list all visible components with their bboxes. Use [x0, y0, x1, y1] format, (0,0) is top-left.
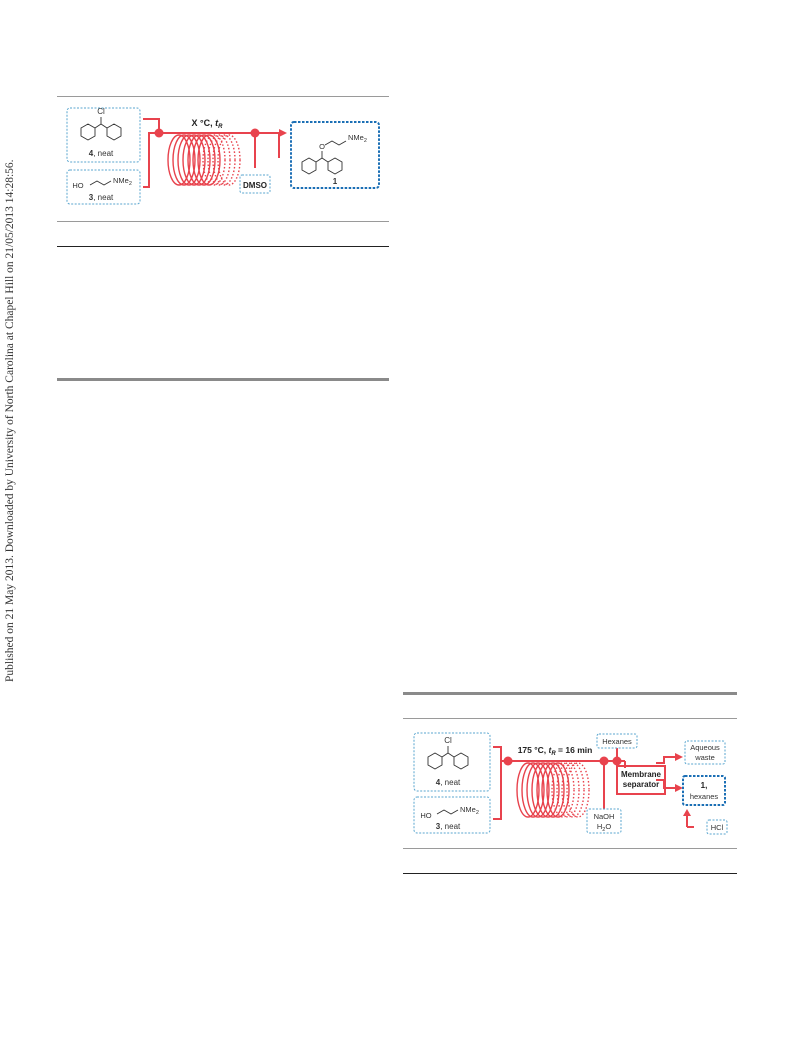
diphenhydramine-structure [301, 140, 347, 175]
ho-label: HO [420, 811, 431, 820]
reaction-conditions: 175 °C, tR = 16 min [518, 745, 593, 757]
table2-rule [403, 873, 737, 874]
hcl-label: HCl [711, 823, 724, 832]
table1-bottom-rule [57, 378, 389, 381]
reagent-4-box [66, 107, 141, 163]
base-tee [599, 756, 609, 766]
membrane-separator [616, 765, 666, 795]
chloro-label: Cl [444, 736, 452, 745]
dmso-label: DMSO [243, 181, 267, 190]
separator-label-2: separator [623, 780, 659, 789]
reagent-3-box [66, 169, 141, 205]
naoh-label: NaOH [594, 812, 615, 821]
scheme2-bottom-rule [403, 848, 737, 849]
hexanes-label: Hexanes [602, 737, 632, 746]
scheme1-figure: Cl 4, neat HO NMe2 3, neat X °C, tR DMSO [66, 107, 380, 205]
reactor-coil [516, 762, 590, 818]
product-label-2: hexanes [690, 792, 719, 801]
arrow-to-product [675, 784, 683, 792]
product-hexanes-box [682, 775, 726, 806]
download-note: Published on 21 May 2013. Downloaded by … [4, 159, 16, 682]
dimethylaminoethanol-structure [436, 809, 459, 815]
quench-tee [250, 128, 260, 138]
dmso-box [239, 174, 271, 194]
product-1-box [290, 121, 380, 189]
waste-label-1: Aqueous [690, 743, 720, 752]
mixing-tee [503, 756, 513, 766]
table1-rule [57, 246, 389, 247]
product-label-1: 1, [701, 781, 708, 790]
waste-label-2: waste [694, 753, 715, 762]
scheme2-caption-rule [403, 718, 737, 719]
arrow-to-product [279, 129, 287, 137]
hcl-box [706, 819, 728, 835]
arrow-to-waste [675, 753, 683, 761]
water-label: H2O [597, 822, 611, 833]
reagent-3-box [413, 796, 491, 834]
separator-label-1: Membrane [621, 770, 662, 779]
mixing-tee [154, 128, 164, 138]
nme2-label: NMe2 [113, 176, 132, 187]
naoh-box [586, 808, 622, 834]
benzhydryl-chloride-structure [80, 117, 122, 141]
ho-label: HO [72, 181, 83, 190]
aqueous-waste-box [684, 740, 726, 765]
scheme2-figure: Cl 4, neat HO NMe2 3, neat 175 °C, tR = … [413, 732, 728, 835]
reagent-4-label: 4, neat [436, 778, 461, 787]
hexanes-box [596, 733, 638, 749]
flow-lines [143, 118, 280, 188]
solvent-tee [612, 756, 622, 766]
ether-o-label: O [319, 142, 325, 151]
benzhydryl-chloride-structure [427, 746, 469, 770]
scheme1-bottom-rule [57, 221, 389, 222]
dimethylaminoethanol-structure [89, 180, 112, 186]
product-nme2-label: NMe2 [348, 133, 367, 144]
reagent-4-label: 4, neat [89, 149, 114, 158]
reactor-coil [167, 134, 241, 186]
scheme2-top-rule [403, 692, 737, 695]
reagent-3-label: 3, neat [436, 822, 461, 831]
product-1-label: 1 [333, 177, 338, 186]
scheme1-top-rule [57, 96, 389, 97]
arrow-from-hcl [683, 809, 691, 816]
nme2-label: NMe2 [460, 805, 479, 816]
reaction-conditions: X °C, tR [192, 118, 224, 130]
reagent-3-label: 3, neat [89, 193, 114, 202]
chloro-label: Cl [97, 107, 105, 116]
reagent-4-box [413, 732, 491, 792]
